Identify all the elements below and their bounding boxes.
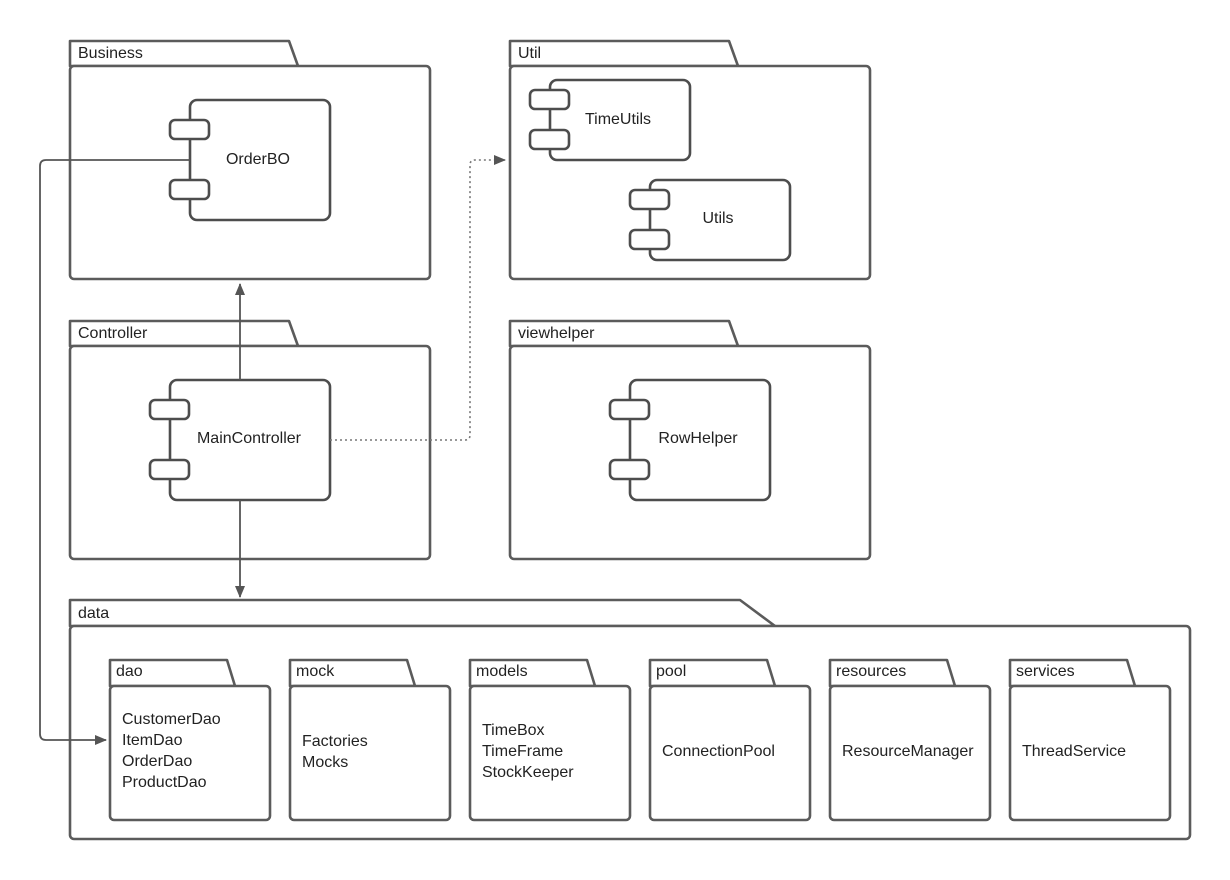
subpackage-item: ResourceManager: [842, 743, 974, 760]
subpackage-item: TimeFrame: [482, 743, 563, 760]
package-controller-label: Controller: [78, 325, 148, 342]
component-utils-label: Utils: [702, 210, 733, 227]
subpackage-item: StockKeeper: [482, 764, 574, 781]
component-port: [608, 398, 651, 421]
component-timeutils-label: TimeUtils: [585, 111, 651, 128]
subpackage-mock-label: mock: [296, 663, 335, 680]
package-viewhelper-label: viewhelper: [518, 325, 595, 342]
subpackage-services-label: services: [1016, 663, 1075, 680]
subpackage-item: CustomerDao: [122, 711, 221, 728]
component-maincontroller[interactable]: MainController: [148, 378, 332, 502]
data-subpackages: daoCustomerDaoItemDaoOrderDaoProductDaom…: [108, 658, 1172, 822]
component-port: [628, 188, 671, 211]
subpackage-item: Mocks: [302, 754, 348, 771]
subpackage-resources-label: resources: [836, 663, 906, 680]
package-util-label: Util: [518, 45, 541, 62]
subpackage-item: ConnectionPool: [662, 743, 775, 760]
component-orderbo[interactable]: OrderBO: [168, 98, 332, 222]
usage-arrow-controller-to-util: [330, 155, 506, 441]
component-port: [168, 178, 211, 201]
component-rowhelper[interactable]: RowHelper: [608, 378, 772, 502]
subpackage-models-label: models: [476, 663, 528, 680]
package-data-label: data: [78, 605, 109, 622]
subpackage-item: ItemDao: [122, 732, 183, 749]
component-port: [168, 118, 211, 141]
subpackage-item: Factories: [302, 733, 368, 750]
component-maincontroller-label: MainController: [197, 430, 302, 447]
subpackage-item: OrderDao: [122, 753, 192, 770]
component-rowhelper-label: RowHelper: [658, 430, 738, 447]
subpackage-pool-label: pool: [656, 663, 686, 680]
component-orderbo-label: OrderBO: [226, 151, 290, 168]
component-timeutils[interactable]: TimeUtils: [528, 78, 692, 162]
subpackage-item: TimeBox: [482, 722, 545, 739]
dependency-arrow-orderbo-to-dao: [39, 159, 190, 745]
package-business-label: Business: [78, 45, 143, 62]
subpackage-item: ProductDao: [122, 774, 207, 791]
component-port: [528, 88, 571, 111]
component-port: [528, 128, 571, 151]
component-port: [628, 228, 671, 251]
component-port: [608, 458, 651, 481]
component-port: [148, 458, 191, 481]
subpackage-item: ThreadService: [1022, 743, 1126, 760]
subpackage-dao-label: dao: [116, 663, 143, 680]
component-utils[interactable]: Utils: [628, 178, 792, 262]
component-port: [148, 398, 191, 421]
